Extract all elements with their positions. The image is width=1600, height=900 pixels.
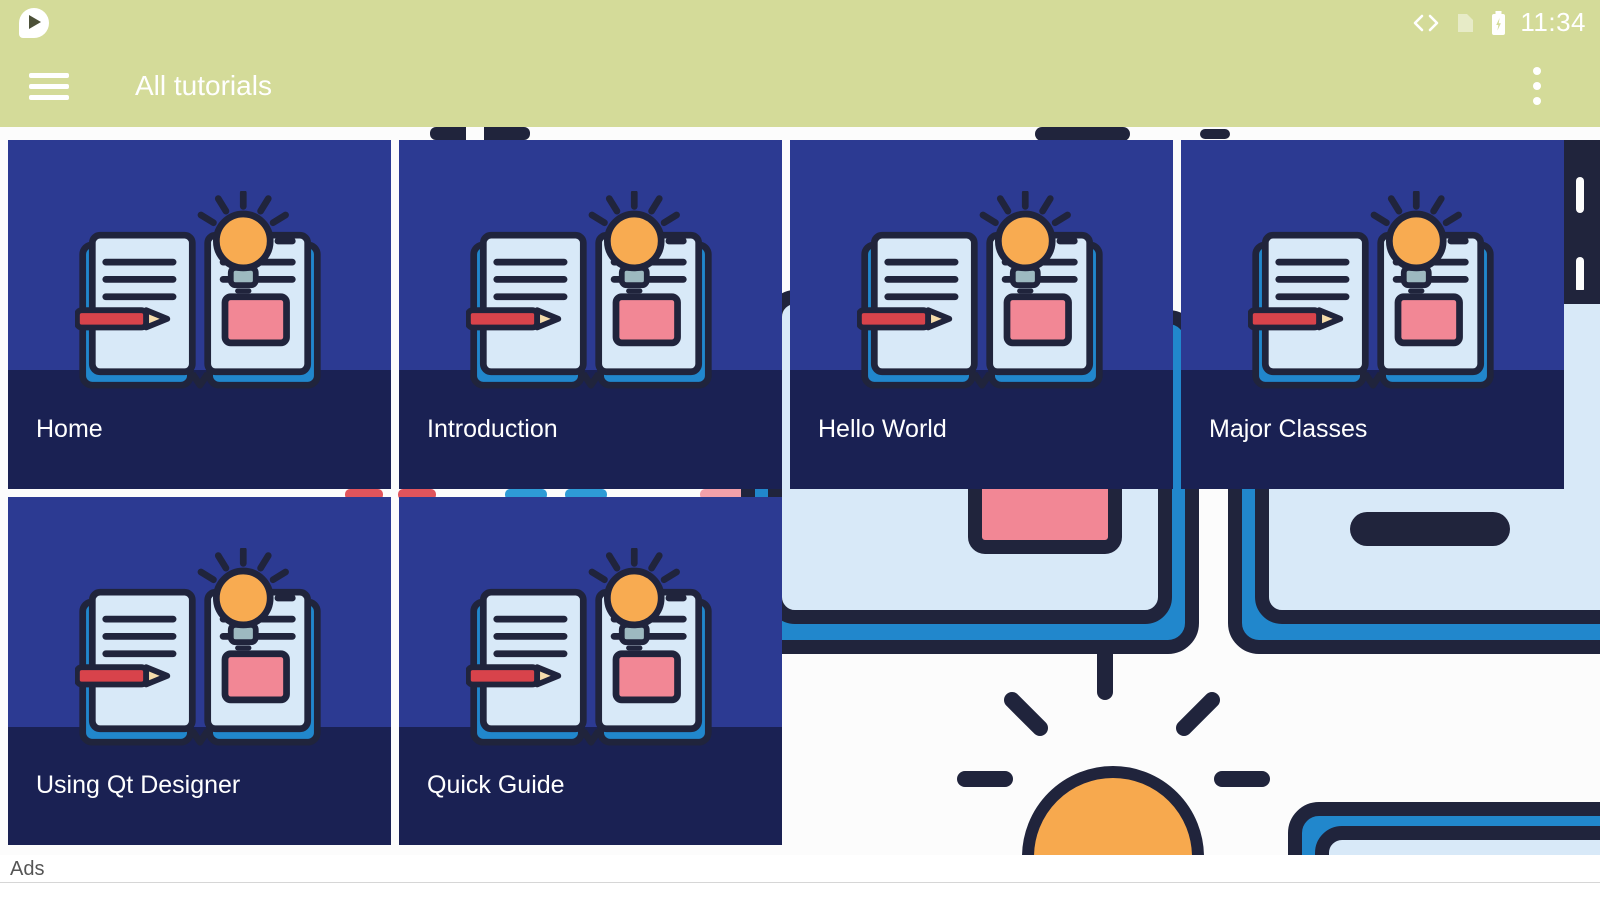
card-label: Quick Guide [427,771,565,800]
card-introduction[interactable]: Introduction [399,140,782,489]
card-label-band [790,370,1173,489]
sim-card-icon [1458,13,1474,32]
card-label-band [8,370,391,489]
menu-button[interactable] [28,70,72,102]
card-home[interactable]: Home [8,140,391,489]
card-label-band [1181,370,1564,489]
card-label-band [8,726,391,845]
card-label: Major Classes [1209,414,1368,443]
tutorial-grid: Home Introduction Hello World Major Clas… [0,127,1600,855]
status-icons: 11:34 [1413,7,1586,38]
overflow-dots-icon [1533,67,1541,105]
code-icon [1414,14,1439,31]
footer-divider [0,882,1600,883]
card-label-band [399,726,782,845]
card-major-classes[interactable]: Major Classes [1181,140,1564,489]
app-bar: All tutorials [0,45,1600,127]
ad-banner[interactable]: Ads [0,855,1600,900]
card-label: Introduction [427,414,558,443]
ads-label: Ads [10,858,45,880]
card-label-band [399,370,782,489]
status-bar: 11:34 [0,0,1600,45]
card-label: Hello World [818,414,947,443]
card-label: Home [36,414,103,443]
play-pin-icon [18,7,50,39]
card-hello-world[interactable]: Hello World [790,140,1173,489]
card-label: Using Qt Designer [36,771,241,800]
hamburger-icon [29,73,69,100]
battery-icon [1492,10,1506,35]
overflow-menu-button[interactable] [1532,65,1542,107]
card-using-qt-designer[interactable]: Using Qt Designer [8,496,391,845]
play-triangle-icon [29,14,41,29]
content-area: Home Introduction Hello World Major Clas… [0,127,1600,855]
clock: 11:34 [1520,7,1586,37]
page-title: All tutorials [135,70,272,101]
card-quick-guide[interactable]: Quick Guide [399,496,782,845]
